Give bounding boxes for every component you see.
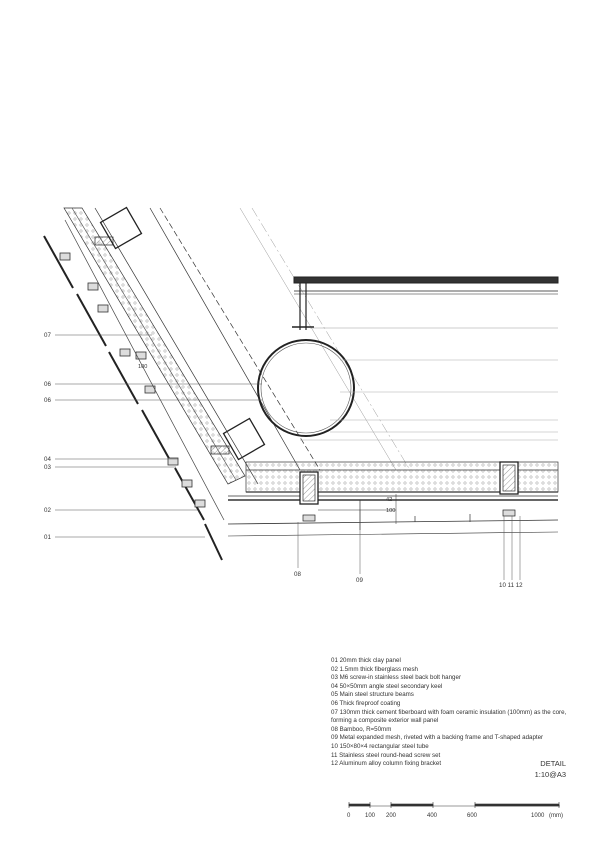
callout-08: 08	[294, 571, 301, 578]
legend-item: 11 Stainless steel round-head screw set	[331, 751, 441, 759]
legend-item: 12 Aluminum alloy column fixing bracket	[331, 760, 442, 768]
legend-item: 01 20mm thick clay panel	[331, 657, 401, 664]
callout-01: 01	[44, 534, 51, 541]
drawing-title: DETAIL	[540, 759, 566, 768]
background-guidelines	[300, 359, 558, 441]
scale-600: 600	[467, 813, 478, 819]
legend-item: 03 M6 screw-in stainless steel back bolt…	[331, 674, 462, 682]
dim-42: 42	[386, 497, 392, 503]
callout-06b: 06	[44, 397, 51, 404]
bottom-callout-labels: 08 09 10 11 12	[294, 571, 523, 589]
legend-item: 04 50×50mm angle steel secondary keel	[331, 682, 443, 690]
callout-09: 09	[356, 577, 363, 584]
scale-bar	[348, 802, 560, 808]
top-floor-slab	[292, 276, 559, 330]
dim-100-bottom: 100	[386, 508, 395, 514]
scale-400: 400	[427, 813, 438, 819]
callout-07: 07	[44, 332, 51, 339]
dim-100-left: 100	[138, 364, 147, 370]
legend-item: 07 130mm thick cement fiberboard with fo…	[331, 708, 567, 725]
bolt-hangers	[59, 252, 206, 508]
legend-item: 06 Thick fireproof coating	[331, 699, 401, 707]
scale-0: 0	[347, 813, 351, 819]
callout-04: 04	[44, 456, 51, 463]
scale-100: 100	[365, 813, 376, 819]
scale-unit: (mm)	[549, 813, 563, 819]
bamboo-tube	[257, 339, 355, 437]
drawing-scale: 1:10@A3	[534, 770, 566, 779]
callout-03: 03	[44, 464, 51, 471]
horizontal-wall-assembly	[227, 461, 559, 537]
left-callout-labels: 07 06 06 04 03 02 01	[44, 332, 51, 541]
scale-bar-labels: 0 100 200 400 600 1000 (mm)	[347, 813, 563, 819]
callout-02: 02	[44, 507, 51, 514]
legend-item: 09 Metal expanded mesh, riveted with a b…	[331, 734, 544, 742]
diagonal-wall-assembly	[43, 206, 411, 561]
materials-legend: 01 20mm thick clay panel 02 1.5mm thick …	[331, 657, 581, 769]
clay-panel-segments	[43, 235, 223, 561]
dimension-labels: 100 42 100	[138, 364, 395, 514]
scale-200: 200	[386, 813, 397, 819]
legend-item: 02 1.5mm thick fiberglass mesh	[331, 665, 419, 673]
bottom-leader-lines	[297, 510, 521, 580]
legend-item: 10 150×80×4 rectangular steel tube	[331, 742, 429, 750]
title-block: DETAIL 1:10@A3	[535, 758, 566, 780]
legend-item: 08 Bamboo, R=50mm	[331, 725, 392, 733]
legend-item: 05 Main steel structure beams	[331, 691, 414, 699]
scale-1000: 1000	[531, 813, 545, 819]
left-leader-lines	[55, 334, 262, 538]
callout-06a: 06	[44, 381, 51, 388]
callout-10-11-12: 10 11 12	[499, 582, 523, 589]
